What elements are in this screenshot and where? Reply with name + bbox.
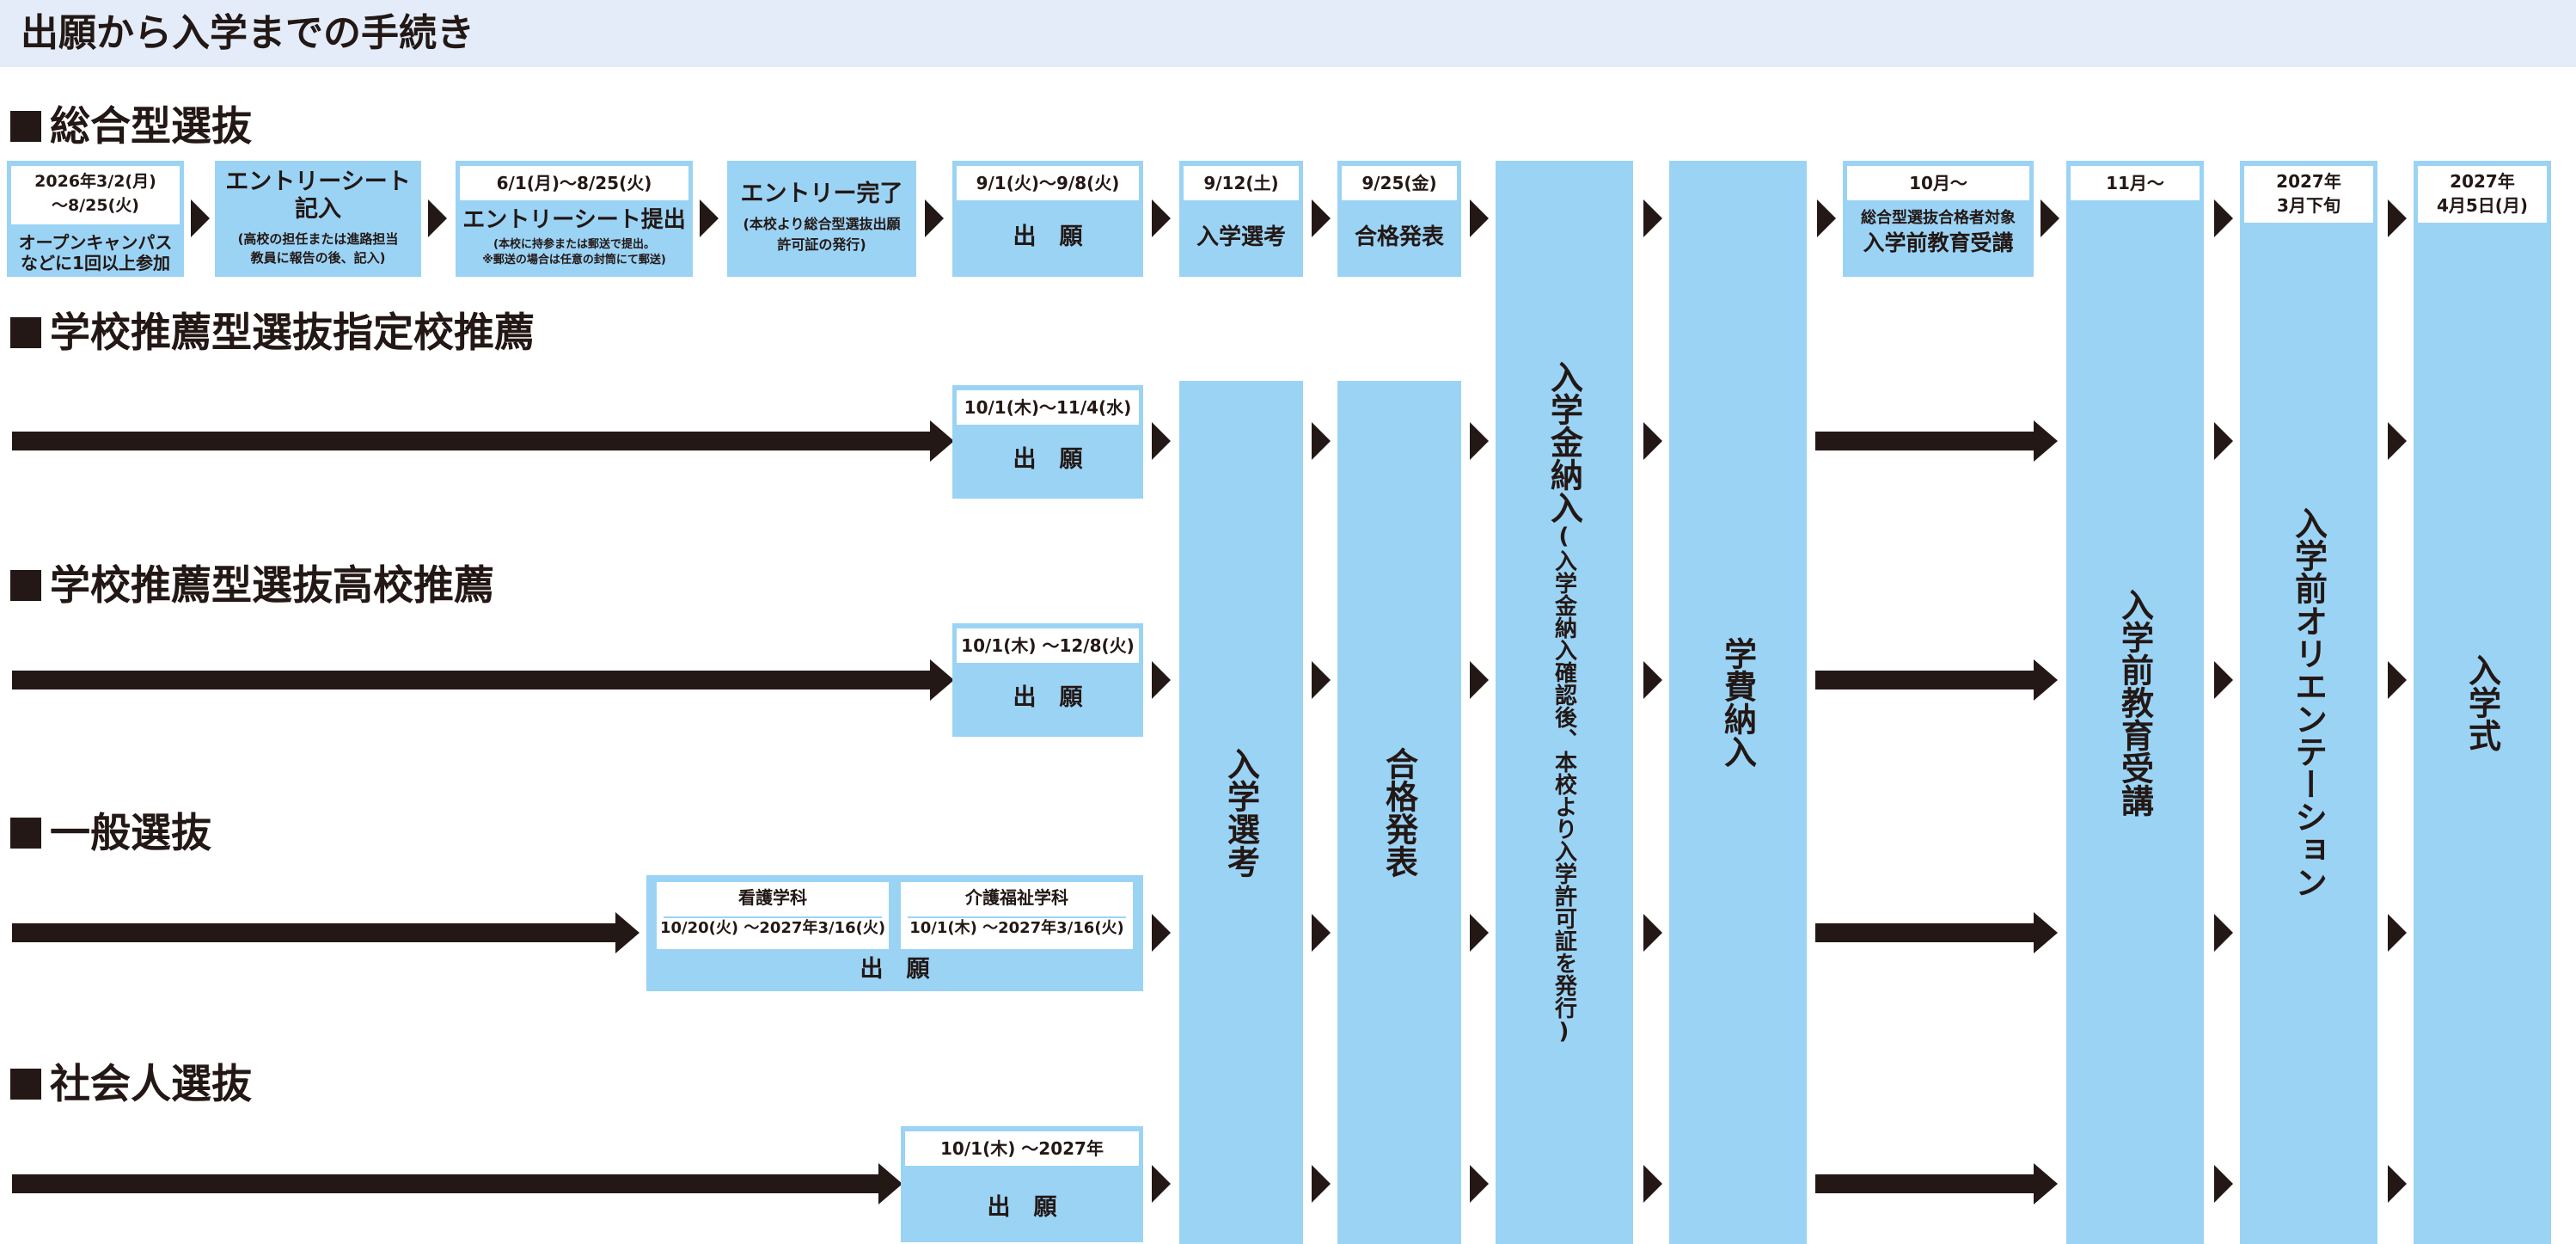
arrow-head bbox=[2388, 661, 2407, 699]
dept-nursing: 看護学科 10/20(火) ～2027年3/16(火) bbox=[657, 882, 889, 949]
arrow-head bbox=[2214, 199, 2233, 237]
arrow-head bbox=[1643, 1165, 1662, 1203]
column-exam: 入学選考 bbox=[1179, 381, 1303, 1244]
arrow-head bbox=[1312, 914, 1331, 952]
arrow-head bbox=[2388, 422, 2407, 460]
step-exam-sogo: 9/12(土) 入学選考 bbox=[1179, 161, 1303, 277]
column-pre-education: 11月～ 入学前教育受講 bbox=[2066, 161, 2204, 1244]
arrow-head bbox=[1470, 914, 1489, 952]
step-entry-submit: 6/1(月)～8/25(火) エントリーシート提出 (本校に持参または郵送で提出… bbox=[456, 161, 693, 277]
arrow-head bbox=[925, 199, 944, 237]
flow-arrow bbox=[1815, 912, 2058, 953]
arrow-head bbox=[700, 199, 719, 237]
arrow-head bbox=[1152, 422, 1171, 460]
page-header: 出願から入学までの手続き bbox=[0, 0, 2576, 67]
section-title-ippan: 一般選抜 bbox=[10, 808, 211, 860]
flow-arrow bbox=[1815, 420, 2058, 462]
arrow-head bbox=[1470, 661, 1489, 699]
dept-care-welfare: 介護福祉学科 10/1(木) ～2027年3/16(火) bbox=[901, 882, 1133, 949]
step-apply-shitei: 10/1(木)～11/4(水) 出 願 bbox=[952, 385, 1143, 499]
flow-arrow bbox=[12, 659, 954, 701]
arrow-head bbox=[1817, 199, 1836, 237]
step-entry-complete: エントリー完了 (本校より総合型選抜出願 許可証の発行) bbox=[727, 161, 916, 277]
arrow-head bbox=[1470, 199, 1489, 237]
arrow-head bbox=[1312, 422, 1331, 460]
arrow-head bbox=[2388, 199, 2407, 237]
arrow-head bbox=[1470, 1165, 1489, 1203]
arrow-head bbox=[2388, 1165, 2407, 1203]
section-title-koko: 学校推薦型選抜高校推薦 bbox=[10, 561, 494, 612]
arrow-head bbox=[2214, 422, 2233, 460]
step-apply-sogo: 9/1(火)～9/8(火) 出 願 bbox=[952, 161, 1143, 277]
flow-arrow bbox=[1815, 659, 2058, 701]
flow-arrow bbox=[1815, 1163, 2058, 1204]
step-open-campus: 2026年3/2(月)～8/25(火) オープンキャンパス などに1回以上参加 bbox=[7, 161, 184, 277]
step-apply-koko: 10/1(木) ～12/8(火) 出 願 bbox=[952, 623, 1143, 737]
arrow-head bbox=[1152, 661, 1171, 699]
section-title-shitei: 学校推薦型選抜指定校推薦 bbox=[10, 308, 535, 359]
arrow-head bbox=[428, 199, 447, 237]
arrow-head bbox=[1643, 661, 1662, 699]
column-tuition: 学費納入 bbox=[1669, 161, 1807, 1244]
flow-arrow bbox=[12, 912, 639, 953]
arrow-head bbox=[191, 199, 210, 237]
section-title-shakai: 社会人選抜 bbox=[10, 1059, 252, 1111]
arrow-head bbox=[1152, 199, 1171, 237]
step-pre-education-sogo: 10月～ 総合型選抜合格者対象 入学前教育受講 bbox=[1843, 161, 2034, 277]
arrow-head bbox=[2214, 1165, 2233, 1203]
arrow-head bbox=[1643, 422, 1662, 460]
step-entry-sheet: エントリーシート 記入 (高校の担任または進路担当 教員に報告の後、記入) bbox=[215, 161, 421, 277]
flow-arrow bbox=[12, 1163, 903, 1204]
arrow-head bbox=[1312, 199, 1331, 237]
arrow-head bbox=[2214, 661, 2233, 699]
arrow-head bbox=[1643, 914, 1662, 952]
step-apply-ippan: 看護学科 10/20(火) ～2027年3/16(火) 介護福祉学科 10/1(… bbox=[646, 875, 1143, 991]
step-result-sogo: 9/25(金) 合格発表 bbox=[1337, 161, 1461, 277]
arrow-head bbox=[1470, 422, 1489, 460]
step-apply-shakai: 10/1(木) ～2027年3/16(火) 出 願 bbox=[901, 1126, 1143, 1242]
page-title: 出願から入学までの手続き bbox=[21, 11, 474, 55]
arrow-head bbox=[2214, 914, 2233, 952]
arrow-head bbox=[2388, 914, 2407, 952]
arrow-head bbox=[1312, 1165, 1331, 1203]
arrow-head bbox=[2041, 199, 2059, 237]
arrow-head bbox=[1152, 1165, 1171, 1203]
flow-arrow bbox=[12, 420, 954, 462]
arrow-head bbox=[1643, 199, 1662, 237]
arrow-head bbox=[1312, 661, 1331, 699]
column-admission-fee: 入学金納入(入学金納入確認後、本校より入学許可証を発行) bbox=[1496, 161, 1633, 1244]
section-title-sogo: 総合型選抜 bbox=[10, 101, 252, 153]
column-result: 合格発表 bbox=[1337, 381, 1461, 1244]
arrow-head bbox=[1152, 914, 1171, 952]
